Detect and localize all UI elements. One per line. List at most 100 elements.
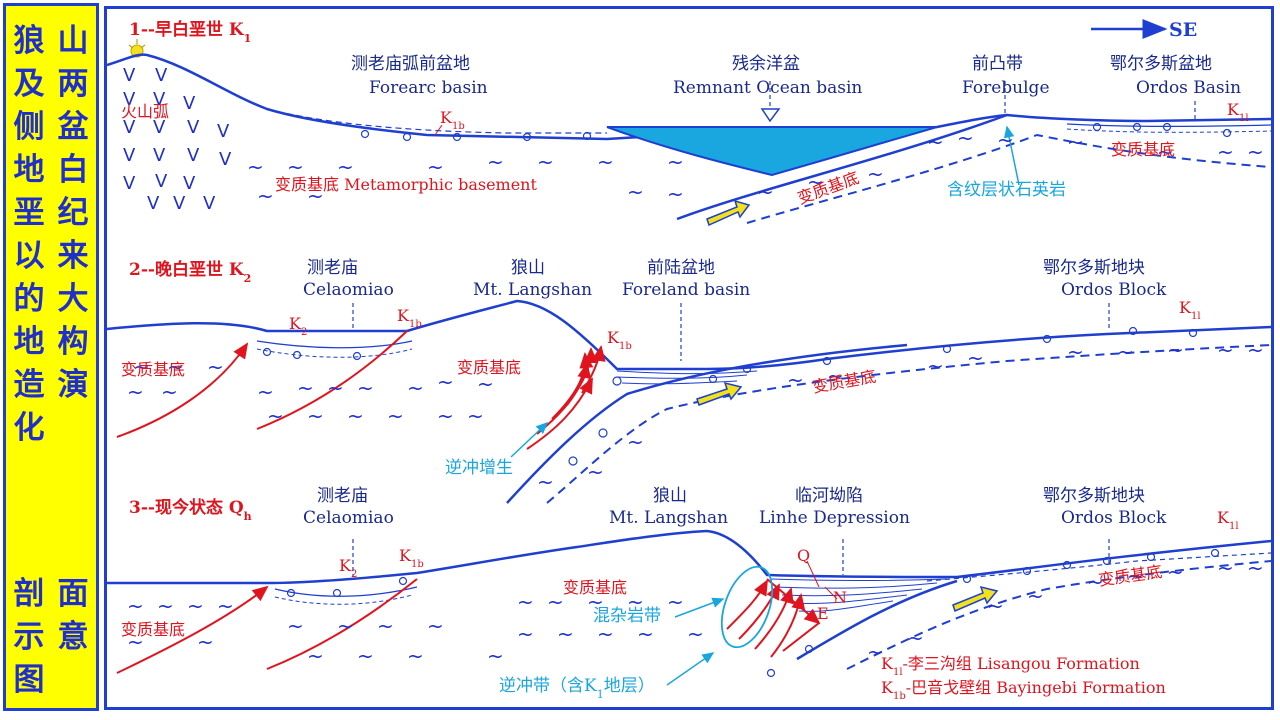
svg-text:~: ~ xyxy=(667,590,684,614)
title-char: 地 xyxy=(13,324,45,360)
svg-text:V: V xyxy=(153,145,166,166)
basement-label-left: 变质基底 xyxy=(121,360,185,379)
thrust-belt-label: 逆冲带（含K1地层） xyxy=(499,676,655,701)
svg-text:~: ~ xyxy=(1217,556,1234,580)
svg-text:~: ~ xyxy=(537,470,554,494)
svg-text:V: V xyxy=(155,65,168,86)
svg-text:~: ~ xyxy=(1157,140,1174,164)
title-char: 两 xyxy=(57,66,89,102)
title-char: 的 xyxy=(13,281,45,317)
panel-title: 3--现今状态 Qh xyxy=(129,497,252,523)
svg-text:~: ~ xyxy=(667,150,684,174)
langshan-cn: 狼山 xyxy=(653,486,687,506)
svg-text:~: ~ xyxy=(297,376,314,400)
svg-text:~: ~ xyxy=(1027,584,1044,608)
surface-line xyxy=(107,529,1271,585)
remnant-ocean-en: Remnant Ocean basin xyxy=(673,78,862,98)
k1b-label-2: K1b xyxy=(607,328,632,352)
legend-item-k1l: K1l-李三沟组 Lisangou Formation xyxy=(881,654,1140,678)
svg-text:~: ~ xyxy=(357,376,374,400)
svg-text:~: ~ xyxy=(927,354,944,378)
basement-label-right: 变质基底 xyxy=(811,367,877,397)
sediment-pebbles xyxy=(286,548,1220,678)
title-char: 以 xyxy=(13,238,45,274)
svg-text:~: ~ xyxy=(827,364,844,388)
svg-text:~: ~ xyxy=(357,644,374,668)
quartzite-label: 含纹层状石英岩 xyxy=(947,180,1066,200)
svg-text:~: ~ xyxy=(133,355,150,379)
basement-label-left: 变质基底 Metamorphic basement xyxy=(275,175,537,194)
svg-text:~: ~ xyxy=(557,622,574,646)
title-char: 纪 xyxy=(57,195,89,231)
svg-text:~: ~ xyxy=(517,590,534,614)
celaomiao-en: Celaomiao xyxy=(303,508,394,528)
basement-label-mid: 变质基底 xyxy=(457,358,521,377)
svg-text:~: ~ xyxy=(1247,338,1264,362)
svg-text:~: ~ xyxy=(267,404,284,428)
svg-text:V: V xyxy=(217,121,230,142)
title-char: 狼 xyxy=(13,23,45,59)
svg-text:V: V xyxy=(123,89,136,110)
svg-text:~: ~ xyxy=(1217,338,1234,362)
svg-text:~: ~ xyxy=(287,614,304,638)
subtitle-char: 意 xyxy=(57,619,89,655)
svg-text:~: ~ xyxy=(687,622,704,646)
svg-text:~: ~ xyxy=(597,622,614,646)
forebulge-en: Forebulge xyxy=(962,78,1050,98)
svg-text:~: ~ xyxy=(547,590,564,614)
sediment-pebbles xyxy=(262,326,1198,466)
title-char: 造 xyxy=(13,367,45,403)
title-char: 来 xyxy=(57,238,89,274)
ordos-block-en: Ordos Block xyxy=(1061,280,1167,300)
title-char: 构 xyxy=(57,324,89,360)
svg-text:~: ~ xyxy=(127,594,144,618)
title-char: 白 xyxy=(57,152,89,188)
title-char: 化 xyxy=(13,410,45,446)
svg-text:V: V xyxy=(123,65,136,86)
svg-text:~: ~ xyxy=(407,644,424,668)
forearc-strata xyxy=(266,108,607,134)
svg-text:~: ~ xyxy=(167,355,184,379)
ordos-block-en: Ordos Block xyxy=(1061,508,1167,528)
basement-pattern: ~~~ ~~~~~~~ ~~~~ ~~~~ ~~~~~~~~~ ~~~ xyxy=(127,338,1264,494)
thrust-faults xyxy=(116,578,821,674)
basement-label-mid: 变质基底 xyxy=(795,168,862,208)
q-label: Q xyxy=(797,546,810,565)
svg-text:V: V xyxy=(153,117,166,138)
panel-title: 1--早白垩世 K1 xyxy=(129,19,251,45)
subduction-arrow xyxy=(706,199,751,227)
ordos-basin-en: Ordos Basin xyxy=(1136,78,1241,98)
e-label: E xyxy=(817,604,829,623)
title-char: 盆 xyxy=(57,109,89,145)
k2-label: K2 xyxy=(289,314,307,338)
celaomiao-cn: 测老庙 xyxy=(307,258,358,278)
ordos-block-cn: 鄂尔多斯地块 xyxy=(1043,258,1145,278)
svg-text:~: ~ xyxy=(127,380,144,404)
svg-text:~: ~ xyxy=(1167,338,1184,362)
svg-text:~: ~ xyxy=(307,404,324,428)
title-char: 及 xyxy=(13,66,45,102)
volcanic-arc-label: 火山弧 xyxy=(121,102,169,121)
svg-text:~: ~ xyxy=(257,380,274,404)
svg-text:~: ~ xyxy=(1127,564,1144,588)
svg-text:~: ~ xyxy=(587,590,604,614)
k1l-label: K1l xyxy=(1227,100,1249,124)
svg-text:~: ~ xyxy=(437,404,454,428)
panel-present: 3--现今状态 Qh xyxy=(107,486,1271,701)
svg-text:~: ~ xyxy=(387,404,404,428)
svg-text:~: ~ xyxy=(347,404,364,428)
celaomiao-en: Celaomiao xyxy=(303,280,394,300)
svg-text:~: ~ xyxy=(1217,140,1234,164)
svg-text:~: ~ xyxy=(287,155,304,179)
svg-text:~: ~ xyxy=(407,376,424,400)
title-sidebar: 狼 及 侧 地 垩 以 的 地 造 化 山 两 盆 白 纪 来 大 构 演 剖 … xyxy=(3,3,99,711)
subduction-arrow xyxy=(952,585,999,613)
svg-text:~: ~ xyxy=(187,594,204,618)
svg-text:~: ~ xyxy=(807,170,824,194)
svg-text:V: V xyxy=(147,193,160,214)
n-label: N xyxy=(833,588,847,607)
svg-text:~: ~ xyxy=(337,155,354,179)
svg-text:V: V xyxy=(219,149,232,170)
title-char: 垩 xyxy=(13,195,45,231)
svg-text:V: V xyxy=(187,117,200,138)
